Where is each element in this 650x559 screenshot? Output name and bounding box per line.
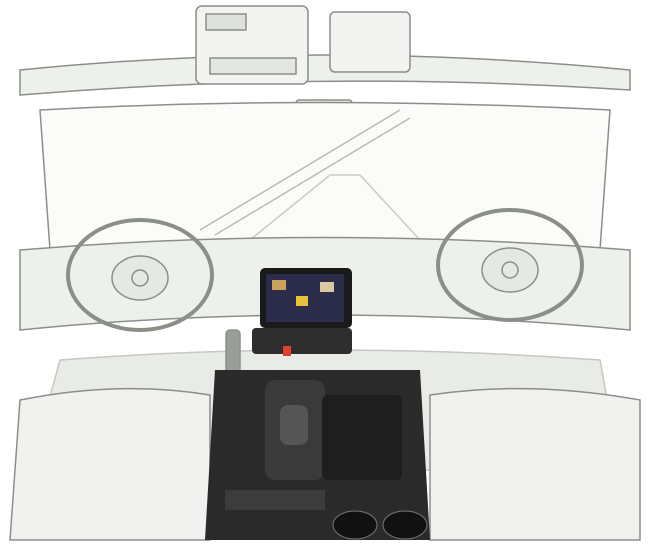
crane-arm (199, 109, 411, 236)
shift-knob (280, 405, 308, 445)
steering-wheel-left (66, 218, 214, 332)
windshield (39, 101, 611, 251)
seat-right (429, 387, 641, 541)
road (249, 174, 421, 241)
tablet-dock (252, 328, 352, 354)
radio-slot (209, 57, 297, 75)
button-row (225, 490, 325, 510)
tablet-display (252, 268, 352, 356)
switch-panel (329, 11, 411, 73)
center-console (205, 370, 430, 540)
cup-holders (332, 510, 428, 540)
seat-left (9, 387, 211, 541)
hazard-button (283, 346, 291, 356)
steering-wheel-right (436, 208, 584, 322)
overhead-shelf (19, 54, 631, 96)
storage-tray (322, 395, 402, 480)
radio-display (205, 13, 247, 31)
